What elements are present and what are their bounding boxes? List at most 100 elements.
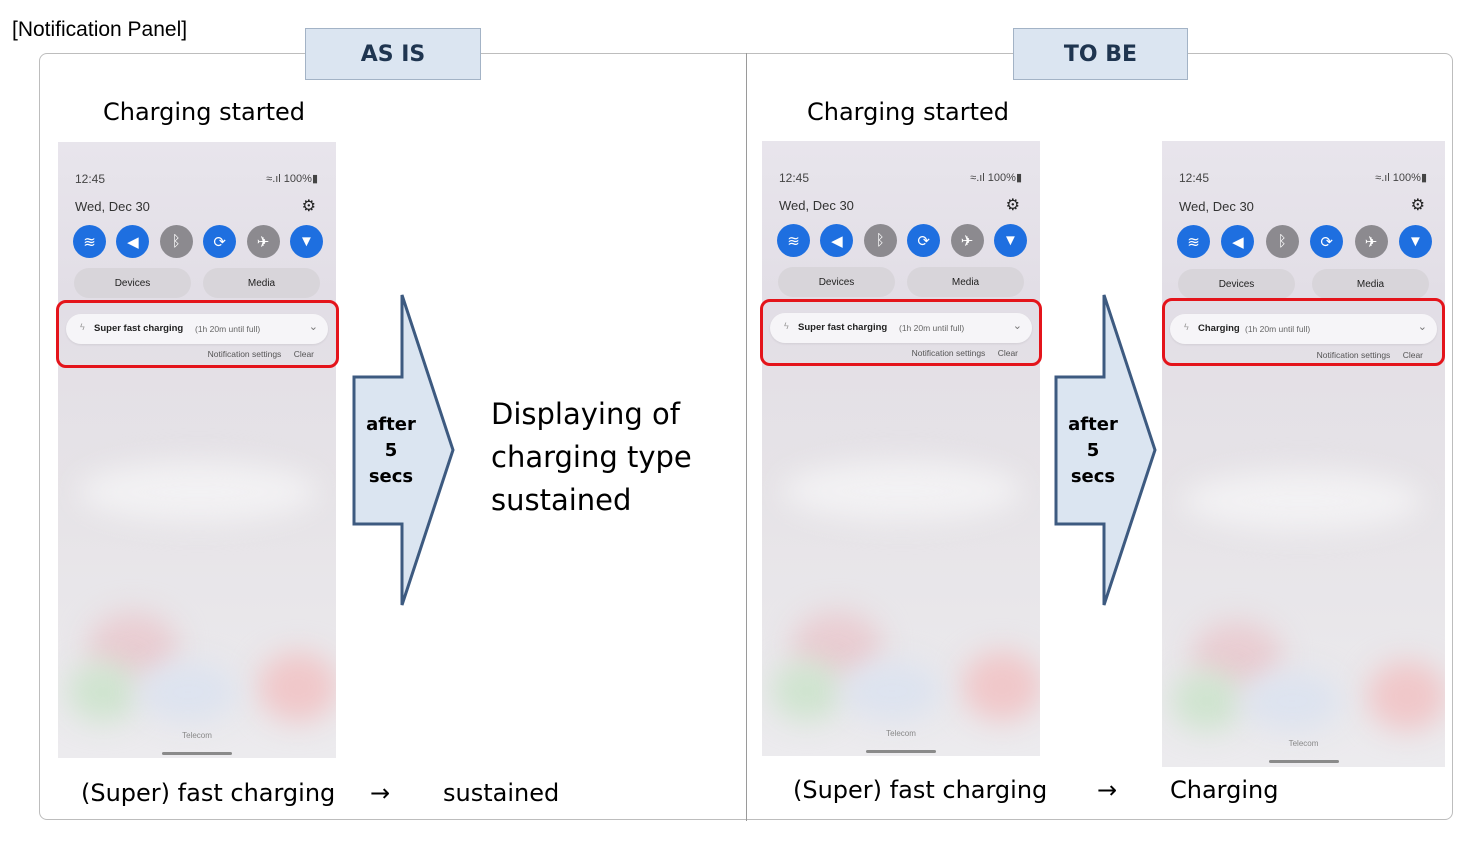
clear-link[interactable]: Clear [997, 348, 1018, 358]
date-text: Wed, Dec 30 [779, 198, 854, 213]
notification-settings-link[interactable]: Notification settings [207, 349, 282, 359]
highlight-box-to-be-after [1162, 298, 1445, 366]
result-line: charging type [491, 440, 692, 474]
status-time: 12:45 [1179, 171, 1210, 185]
notification-subtext: (1h 20m until full) [1245, 324, 1311, 334]
charging-notification[interactable]: ϟ Charging (1h 20m until full) ⌄ [1170, 314, 1437, 344]
charging-notification[interactable]: ϟ Super fast charging (1h 20m until full… [770, 313, 1032, 343]
arrow-label-line: secs [368, 466, 414, 487]
notification-settings-link[interactable]: Notification settings [911, 348, 986, 358]
as-is-heading: Charging started [103, 98, 305, 126]
date-text: Wed, Dec 30 [1179, 199, 1254, 214]
media-button[interactable]: Media [1312, 269, 1429, 299]
home-indicator [866, 750, 936, 753]
quick-settings-row: ≋ ◀ ᛒ ⟳ ✈ ▼ [777, 224, 1027, 258]
wifi-icon[interactable]: ≋ [777, 224, 810, 257]
arrow-label-to-be: after 5 secs [1059, 412, 1127, 490]
devices-button[interactable]: Devices [74, 268, 191, 298]
carrier-label: Telecom [886, 729, 916, 738]
arrow-label-line: 5 [384, 440, 398, 461]
devices-button[interactable]: Devices [1178, 269, 1295, 299]
as-is-caption-to: sustained [443, 779, 560, 807]
charging-bolt-icon: ϟ [80, 322, 85, 332]
wifi-icon[interactable]: ≋ [73, 225, 106, 258]
airplane-mode-icon[interactable]: ✈ [1354, 225, 1388, 258]
to-be-caption-from: (Super) fast charging [793, 776, 1048, 804]
flashlight-icon[interactable]: ▼ [1398, 225, 1432, 258]
quick-settings-row: ≋ ◀ ᛒ ⟳ ✈ ▼ [1177, 225, 1432, 259]
arrow-label-line: secs [1070, 466, 1116, 487]
media-button[interactable]: Media [203, 268, 320, 298]
settings-gear-icon[interactable]: ⚙ [1410, 197, 1425, 214]
bluetooth-icon[interactable]: ᛒ [1265, 225, 1299, 258]
transition-arrow-to-be [1054, 294, 1157, 606]
airplane-mode-icon[interactable]: ✈ [246, 225, 280, 258]
chevron-down-icon[interactable]: ⌄ [308, 321, 318, 333]
as-is-caption-from: (Super) fast charging [81, 779, 336, 807]
phone-screenshot-as-is: 12:45 ≈.ıl 100%▮ Wed, Dec 30 ⚙ ≋ ◀ ᛒ ⟳ ✈… [58, 142, 336, 758]
notification-actions: Notification settings Clear [902, 348, 1018, 358]
devices-button[interactable]: Devices [778, 267, 895, 297]
page-label: [Notification Panel] [12, 18, 188, 41]
notification-title: Super fast charging [798, 322, 888, 333]
as-is-result-text: Displaying of charging type sustained [491, 393, 692, 522]
notification-subtext: (1h 20m until full) [899, 323, 965, 333]
carrier-label: Telecom [1288, 739, 1319, 748]
status-indicators: ≈.ıl 100%▮ [1375, 172, 1427, 184]
home-indicator [1268, 760, 1339, 763]
chevron-down-icon[interactable]: ⌄ [1012, 320, 1022, 332]
arrow-label-line: after [1068, 414, 1118, 435]
to-be-heading: Charging started [807, 98, 1009, 126]
notification-actions: Notification settings Clear [1307, 350, 1423, 360]
settings-gear-icon[interactable]: ⚙ [301, 198, 316, 215]
bluetooth-icon[interactable]: ᛒ [863, 224, 897, 257]
date-text: Wed, Dec 30 [75, 199, 150, 214]
auto-rotate-icon[interactable]: ⟳ [1310, 225, 1344, 258]
charging-bolt-icon: ϟ [784, 321, 789, 331]
as-is-caption-arrow: → [370, 779, 391, 807]
airplane-mode-icon[interactable]: ✈ [950, 224, 984, 257]
panel-divider [746, 53, 747, 821]
media-button[interactable]: Media [907, 267, 1024, 297]
notification-title: Charging [1198, 323, 1240, 334]
auto-rotate-icon[interactable]: ⟳ [203, 225, 237, 258]
arrow-label-as-is: after 5 secs [357, 412, 425, 490]
sound-icon[interactable]: ◀ [820, 224, 854, 257]
clear-link[interactable]: Clear [293, 349, 314, 359]
sound-icon[interactable]: ◀ [1221, 225, 1255, 258]
notification-subtext: (1h 20m until full) [195, 324, 261, 334]
sound-icon[interactable]: ◀ [116, 225, 150, 258]
bluetooth-icon[interactable]: ᛒ [159, 225, 193, 258]
flashlight-icon[interactable]: ▼ [993, 224, 1027, 257]
result-line: Displaying of [491, 397, 680, 431]
status-time: 12:45 [75, 172, 106, 186]
notification-actions: Notification settings Clear [198, 349, 314, 359]
quick-settings-row: ≋ ◀ ᛒ ⟳ ✈ ▼ [73, 225, 323, 259]
phone-screenshot-to-be-before: 12:45 ≈.ıl 100%▮ Wed, Dec 30 ⚙ ≋ ◀ ᛒ ⟳ ✈… [762, 141, 1040, 756]
status-time: 12:45 [779, 171, 810, 185]
notification-settings-link[interactable]: Notification settings [1316, 350, 1391, 360]
status-indicators: ≈.ıl 100%▮ [970, 172, 1022, 184]
charging-bolt-icon: ϟ [1184, 322, 1189, 332]
highlight-box-to-be-before [760, 299, 1042, 366]
transition-arrow-as-is [352, 294, 455, 606]
settings-gear-icon[interactable]: ⚙ [1005, 197, 1020, 214]
tab-to-be: TO BE [1013, 28, 1188, 80]
arrow-label-line: 5 [1086, 440, 1100, 461]
home-indicator [162, 752, 232, 755]
charging-notification[interactable]: ϟ Super fast charging (1h 20m until full… [66, 314, 328, 344]
result-line: sustained [491, 483, 632, 517]
flashlight-icon[interactable]: ▼ [289, 225, 323, 258]
chevron-down-icon[interactable]: ⌄ [1417, 321, 1427, 333]
to-be-caption-arrow: → [1097, 776, 1118, 804]
to-be-caption-to: Charging [1170, 776, 1279, 804]
notification-title: Super fast charging [94, 323, 184, 334]
auto-rotate-icon[interactable]: ⟳ [907, 224, 941, 257]
wifi-icon[interactable]: ≋ [1177, 225, 1210, 258]
phone-screenshot-to-be-after: 12:45 ≈.ıl 100%▮ Wed, Dec 30 ⚙ ≋ ◀ ᛒ ⟳ ✈… [1162, 141, 1445, 767]
tab-as-is: AS IS [305, 28, 481, 80]
highlight-box-as-is [56, 300, 339, 368]
status-indicators: ≈.ıl 100%▮ [266, 173, 318, 185]
clear-link[interactable]: Clear [1402, 350, 1423, 360]
carrier-label: Telecom [182, 731, 212, 740]
